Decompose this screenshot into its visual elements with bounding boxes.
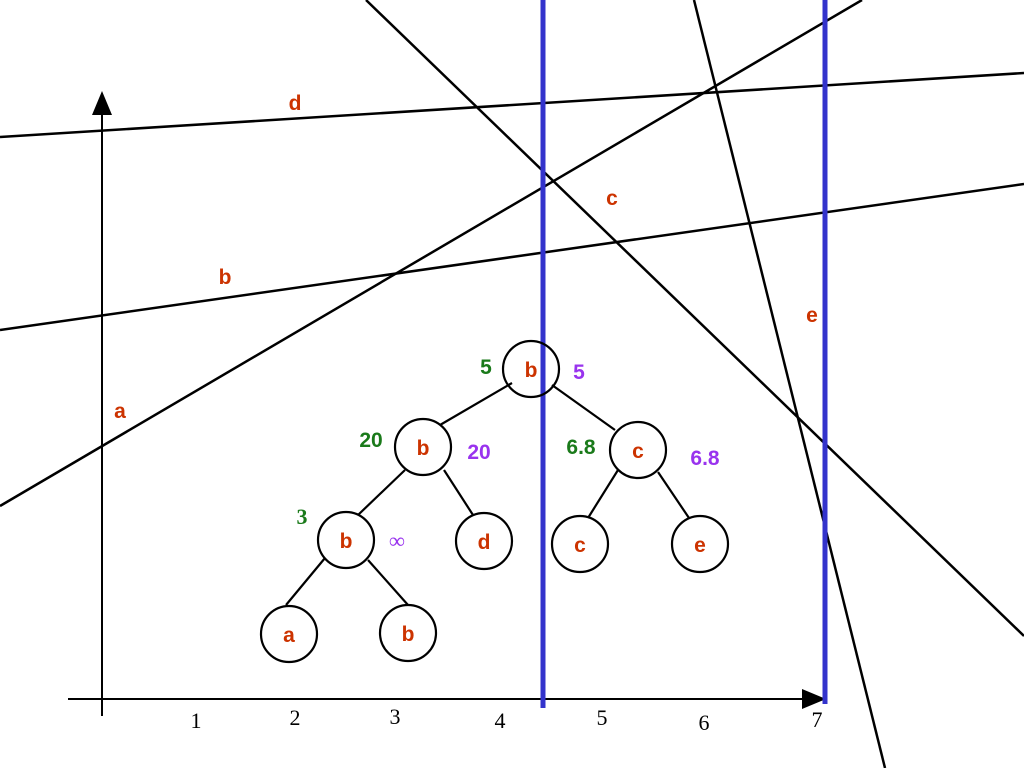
line-label-d: d (289, 92, 302, 115)
tree-node-left-left: b (316, 510, 376, 570)
root-left-value: 5 (480, 356, 492, 379)
left-left-value: 20 (359, 429, 382, 452)
edge-left-leftleft (357, 469, 406, 516)
node-circle (501, 339, 561, 399)
edge-root-left (439, 382, 513, 426)
edge-right-rightleft (587, 469, 619, 519)
leftleft-left-value: 3 (297, 504, 308, 529)
line-a (0, 0, 863, 508)
tree-node-right-left: c (550, 514, 610, 574)
x-tick-1: 1 (191, 708, 202, 733)
node-label: b (340, 530, 353, 553)
line-label-c: c (606, 187, 618, 210)
line-label-a: a (114, 400, 126, 423)
node-label: b (402, 623, 415, 646)
tree-node-root: b (501, 339, 561, 399)
node-label: a (283, 624, 295, 647)
node-label: b (417, 437, 430, 460)
node-label: c (574, 534, 586, 557)
right-right-value: 6.8 (690, 447, 720, 470)
node-circle (378, 603, 438, 663)
line-e (692, 0, 887, 768)
node-circle (550, 514, 610, 574)
line-label-b: b (219, 266, 232, 289)
line-d (0, 71, 1024, 139)
right-left-value: 6.8 (566, 436, 596, 459)
edge-leftleft-b (367, 559, 409, 606)
node-circle (454, 511, 514, 571)
line-b (0, 182, 1024, 332)
tree-node-left: b (393, 417, 453, 477)
root-right-value: 5 (573, 361, 585, 384)
line-c (365, 0, 1024, 637)
line-label-e: e (806, 304, 818, 327)
node-label: b (525, 359, 538, 382)
tree-leaf-a: a (259, 604, 319, 664)
node-circle (316, 510, 376, 570)
node-label: d (478, 531, 491, 554)
edge-right-rightright (657, 471, 690, 519)
tree-edges (285, 382, 690, 606)
tree-node-right-right: e (670, 514, 730, 574)
node-circle (259, 604, 319, 664)
node-circle (608, 420, 668, 480)
left-right-value: 20 (467, 441, 490, 464)
x-tick-5: 5 (597, 705, 608, 730)
edge-left-leftright (443, 469, 474, 516)
leftleft-right-value: ∞ (389, 528, 405, 553)
edge-root-right (551, 384, 616, 431)
tree-node-right: c (608, 420, 668, 480)
tree-leaf-b: b (378, 603, 438, 663)
node-label: c (632, 440, 644, 463)
node-circle (670, 514, 730, 574)
x-tick-7: 7 (812, 707, 823, 732)
node-circle (393, 417, 453, 477)
x-tick-2: 2 (290, 705, 301, 730)
node-label: e (694, 534, 706, 557)
x-tick-4: 4 (495, 708, 506, 733)
tree-node-left-right: d (454, 511, 514, 571)
edge-leftleft-a (285, 557, 326, 606)
x-tick-3: 3 (390, 704, 401, 729)
x-tick-6: 6 (699, 710, 710, 735)
